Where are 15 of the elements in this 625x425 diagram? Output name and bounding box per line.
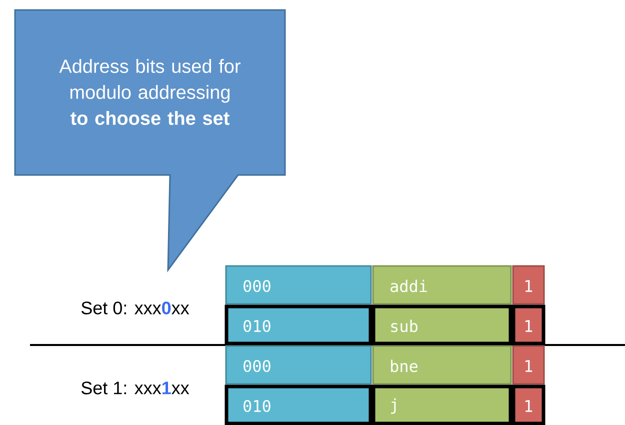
- set-label: Set 0: xxx0xx: [81, 302, 190, 314]
- table-cell: 1: [512, 265, 545, 305]
- table-cell: 1: [512, 304, 546, 346]
- table-cell: 1: [512, 345, 545, 385]
- table-cell: addi: [372, 265, 512, 305]
- table-cell: sub: [372, 304, 512, 346]
- table-cell: 010: [224, 384, 372, 425]
- table-cell: j: [372, 384, 512, 425]
- callout-box: Address bits used for modulo addressing to choose the set: [14, 9, 286, 272]
- table-cell: 000: [225, 265, 372, 305]
- table-cell: bne: [372, 345, 512, 385]
- set-label: Set 1: xxx1xx: [81, 382, 190, 394]
- table-cell: 000: [225, 345, 372, 385]
- table-cell: 010: [224, 304, 372, 346]
- table-cell: 1: [512, 384, 546, 425]
